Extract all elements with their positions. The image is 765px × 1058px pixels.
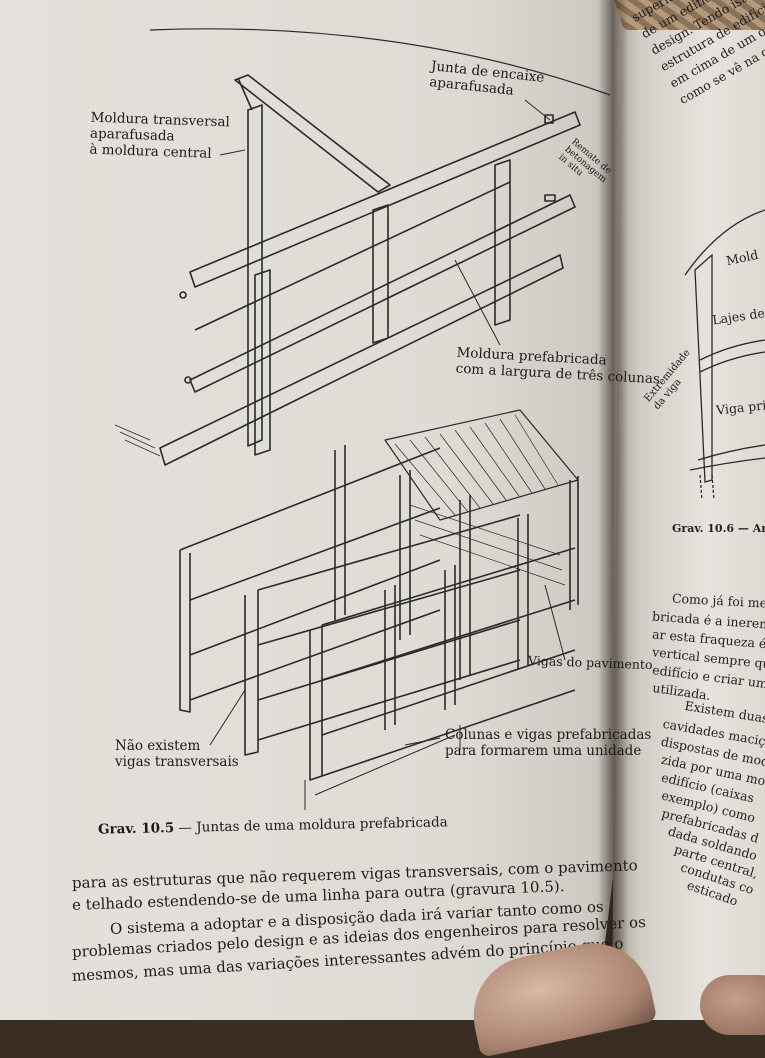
label-nao-existem-vigas: Não existem vigas transversais xyxy=(115,738,239,770)
right-page-body: Como já foi me bricada é a inerente ar e… xyxy=(640,592,765,915)
rp-figure-caption: Grav. 10.6 — And xyxy=(672,522,765,535)
caption-label: Grav. 10.5 xyxy=(98,820,174,838)
figure-10-6-drawing xyxy=(0,0,765,520)
thumb-right xyxy=(700,975,765,1035)
label-colunas-vigas: Colunas e vigas prefabricadas para forma… xyxy=(445,727,651,759)
